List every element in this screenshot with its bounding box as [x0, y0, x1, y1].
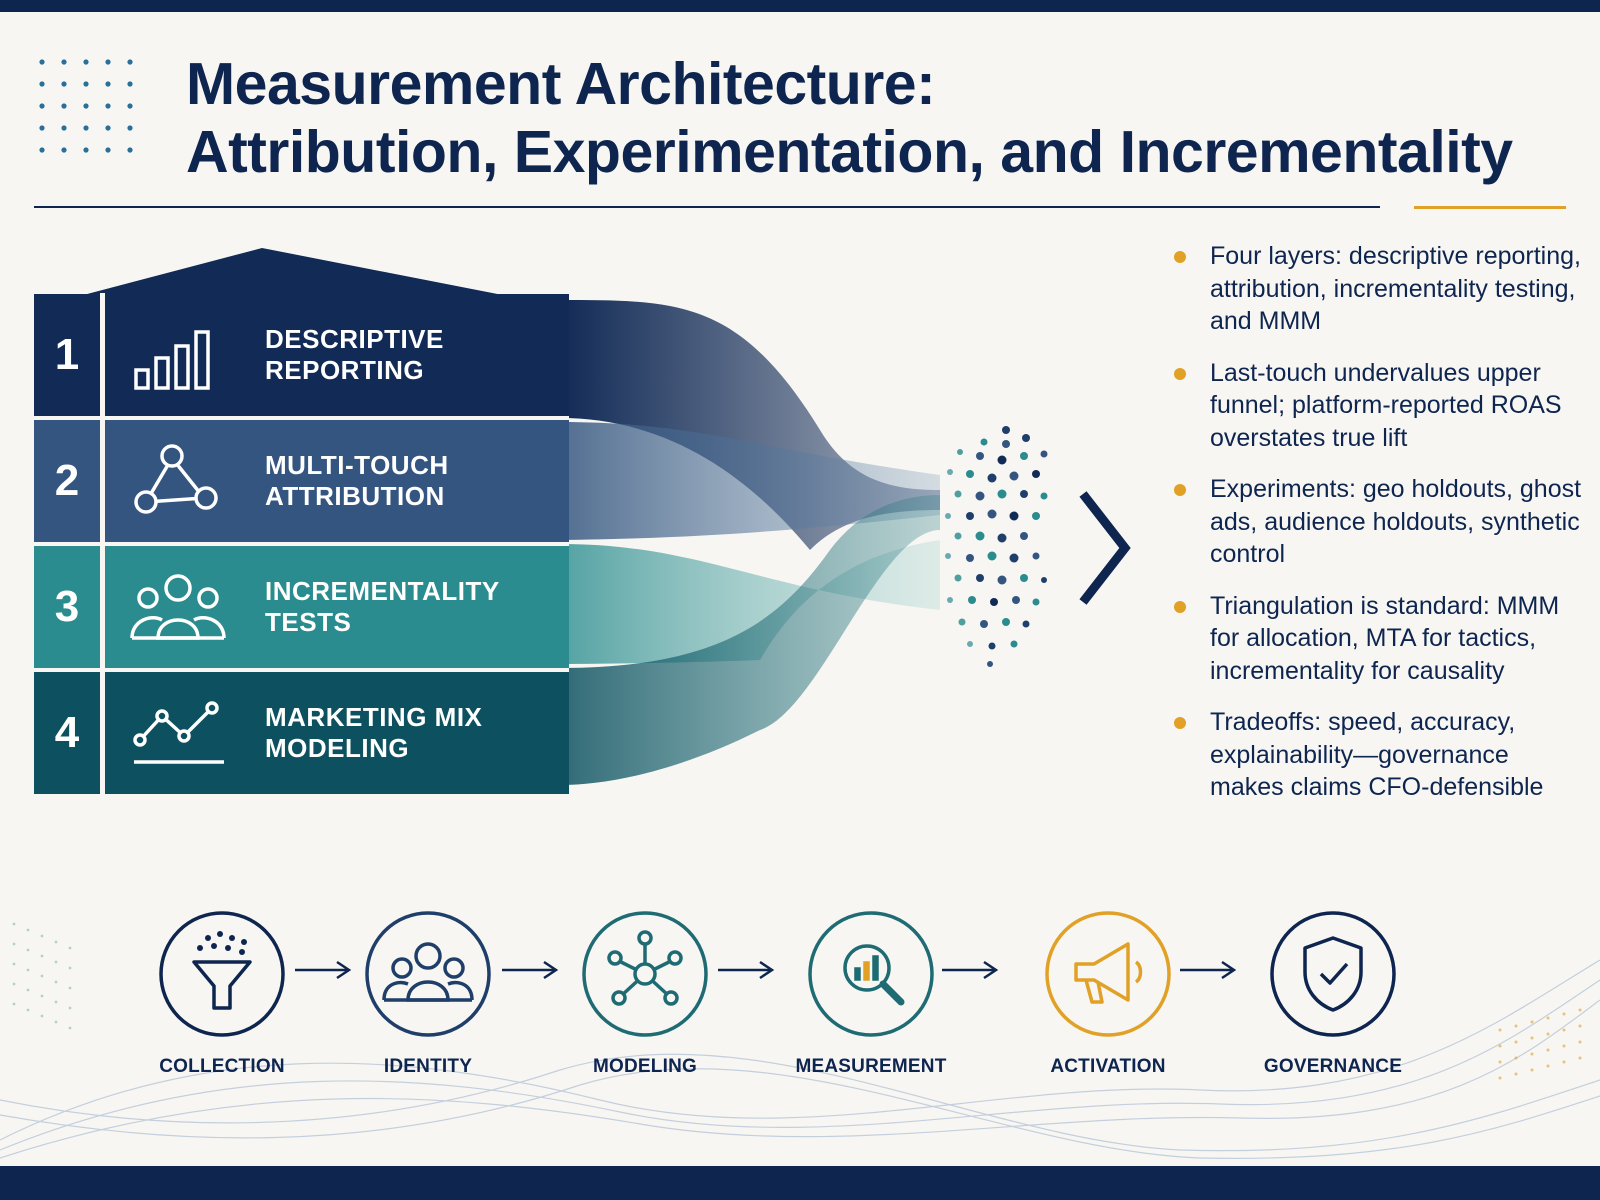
layer-number: 1	[54, 330, 80, 379]
page-title: Measurement Architecture: Attribution, E…	[186, 50, 1513, 186]
pipeline-stage-measurement: MEASUREMENT	[781, 910, 961, 1078]
bullet-dot	[1174, 367, 1186, 380]
bullet-dot	[1174, 251, 1186, 263]
arrow-right-icon	[1180, 960, 1237, 980]
arrow-right-icon	[502, 960, 559, 980]
shield-check-icon	[1270, 911, 1396, 1037]
layer-number: 4	[54, 708, 80, 757]
stage-label: COLLECTION	[159, 1056, 285, 1077]
layer-3: 3 INCREMENTALITY TESTS	[34, 546, 569, 668]
bottom-band	[0, 1166, 1600, 1200]
key-point: Triangulation is standard: MMM for alloc…	[1166, 590, 1586, 688]
pipeline-stage-modeling: MODELING	[555, 910, 735, 1078]
bullet-dot	[1174, 717, 1186, 729]
layer-label: MULTI-TOUCH ATTRIBUTION	[265, 450, 449, 511]
pipeline-stage-governance: GOVERNANCE	[1243, 910, 1423, 1078]
network-triangle-icon	[134, 444, 218, 514]
flow-streams	[560, 300, 940, 785]
magnifier-chart-icon	[808, 911, 934, 1037]
key-point: Last-touch undervalues upper funnel; pla…	[1166, 357, 1586, 455]
title-dot-grid	[39, 59, 133, 153]
stage-label: MEASUREMENT	[795, 1056, 947, 1077]
title-line-1: Measurement Architecture:	[186, 51, 936, 117]
arrow-right-icon	[942, 960, 999, 980]
funnel-icon	[159, 911, 285, 1037]
decorative-waves	[0, 922, 1600, 1159]
chevron-right-icon	[1079, 491, 1131, 605]
title-rule	[34, 206, 1380, 208]
arrow-right-icon	[295, 960, 352, 980]
title-line-2: Attribution, Experimentation, and Increm…	[186, 119, 1513, 185]
people-icon	[365, 911, 491, 1037]
bar-chart-icon	[134, 330, 210, 390]
key-points-list: Four layers: descriptive reporting, attr…	[1166, 240, 1586, 823]
stage-label: GOVERNANCE	[1263, 1056, 1403, 1077]
layer-4: 4 MARKETING MIX MODELING	[34, 672, 569, 794]
pipeline-stage-collection: COLLECTION	[132, 910, 312, 1078]
layer-label: MARKETING MIX MODELING	[265, 702, 483, 763]
key-point: Experiments: geo holdouts, ghost ads, au…	[1166, 473, 1586, 571]
people-group-icon	[130, 574, 226, 640]
stage-label: ACTIVATION	[1050, 1056, 1166, 1077]
stage-label: IDENTITY	[383, 1056, 473, 1077]
convergence-dot-cluster	[945, 426, 1048, 667]
layer-label: INCREMENTALITY TESTS	[265, 576, 500, 637]
title-accent-rule	[1414, 206, 1566, 209]
hub-network-icon	[582, 911, 708, 1037]
key-point: Tradeoffs: speed, accuracy, explainabili…	[1166, 706, 1586, 804]
arrow-right-icon	[718, 960, 775, 980]
bullet-dot	[1174, 484, 1186, 496]
layer-label: DESCRIPTIVE REPORTING	[265, 324, 444, 385]
top-band	[0, 0, 1600, 12]
layer-number: 3	[54, 582, 80, 631]
layer-1: 1 DESCRIPTIVE REPORTING	[34, 294, 569, 416]
layer-number: 2	[54, 456, 80, 505]
key-point: Four layers: descriptive reporting, attr…	[1166, 240, 1586, 338]
stage-label: MODELING	[593, 1056, 697, 1077]
line-chart-icon	[133, 701, 224, 764]
megaphone-icon	[1045, 911, 1171, 1037]
layer-2: 2 MULTI-TOUCH ATTRIBUTION	[34, 420, 569, 542]
pipeline-stage-activation: ACTIVATION	[1018, 910, 1198, 1078]
bullet-dot	[1174, 600, 1186, 613]
pipeline-stage-identity: IDENTITY	[338, 910, 518, 1078]
